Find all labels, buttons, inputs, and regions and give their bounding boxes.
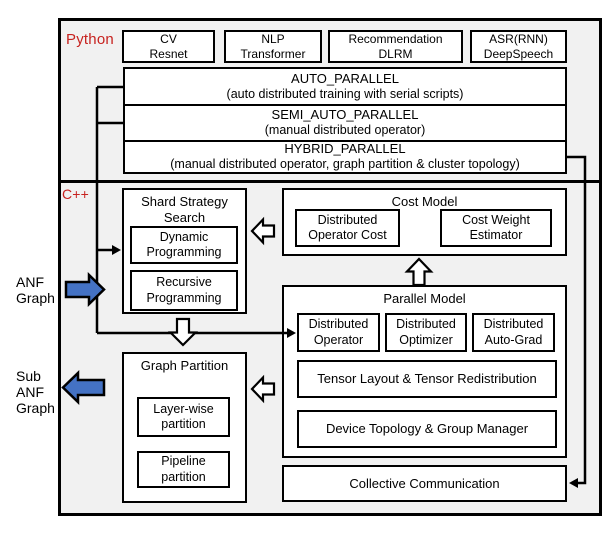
layer-wise-partition-box: Layer-wise partition <box>137 397 230 437</box>
pipeline-partition-box: Pipeline partition <box>137 451 230 488</box>
shard-strategy-search-title: Shard Strategy Search <box>141 194 228 225</box>
distributed-auto-grad-box: Distributed Auto-Grad <box>472 313 555 352</box>
auto-parallel-box: AUTO_PARALLEL (auto distributed training… <box>123 67 567 106</box>
semi-auto-parallel-box: SEMI_AUTO_PARALLEL (manual distributed o… <box>123 104 567 142</box>
model-box-cv-line1: CV <box>160 31 177 46</box>
recursive-programming-box: Recursive Programming <box>130 270 238 311</box>
model-box-asr-line1: ASR(RNN) <box>489 31 548 46</box>
cost-weight-estimator-box: Cost Weight Estimator <box>440 209 552 247</box>
cost-model-title: Cost Model <box>391 194 458 209</box>
model-box-nlp-line2: Transformer <box>240 46 306 61</box>
distributed-operator-box: Distributed Operator <box>297 313 380 352</box>
parallel-model-title: Parallel Model <box>383 291 466 306</box>
distributed-operator-cost-box: Distributed Operator Cost <box>295 209 400 247</box>
model-box-nlp: NLP Transformer <box>224 30 322 63</box>
model-box-recommendation: Recommendation DLRM <box>328 30 463 63</box>
python-section-label: Python <box>66 31 114 48</box>
hybrid-parallel-subtitle: (manual distributed operator, graph part… <box>170 157 520 172</box>
collective-communication-box: Collective Communication <box>282 465 567 502</box>
anf-graph-label: ANF Graph <box>16 274 55 307</box>
semi-auto-parallel-subtitle: (manual distributed operator) <box>264 123 426 138</box>
python-cpp-divider <box>58 180 602 183</box>
auto-parallel-subtitle: (auto distributed training with serial s… <box>226 86 464 101</box>
semi-auto-parallel-title: SEMI_AUTO_PARALLEL <box>271 107 419 123</box>
device-topology-group-manager-box: Device Topology & Group Manager <box>297 410 557 448</box>
model-box-recommendation-line1: Recommendation <box>348 31 443 46</box>
auto-parallel-title: AUTO_PARALLEL <box>291 70 399 86</box>
model-box-asr-line2: DeepSpeech <box>483 46 554 61</box>
sub-anf-graph-label: Sub ANF Graph <box>16 368 55 417</box>
model-box-asr: ASR(RNN) DeepSpeech <box>470 30 567 63</box>
distributed-optimizer-box: Distributed Optimizer <box>385 313 467 352</box>
graph-partition-title: Graph Partition <box>140 358 229 373</box>
tensor-layout-redistribution-box: Tensor Layout & Tensor Redistribution <box>297 360 557 398</box>
model-box-cv-line2: Resnet <box>149 46 188 61</box>
hybrid-parallel-box: HYBRID_PARALLEL (manual distributed oper… <box>123 140 567 174</box>
dynamic-programming-box: Dynamic Programming <box>130 226 238 264</box>
hybrid-parallel-title: HYBRID_PARALLEL <box>284 141 406 157</box>
cpp-section-label: C++ <box>62 186 90 202</box>
model-box-nlp-line1: NLP <box>261 31 285 46</box>
model-box-recommendation-line2: DLRM <box>378 46 413 61</box>
model-box-cv: CV Resnet <box>122 30 215 63</box>
